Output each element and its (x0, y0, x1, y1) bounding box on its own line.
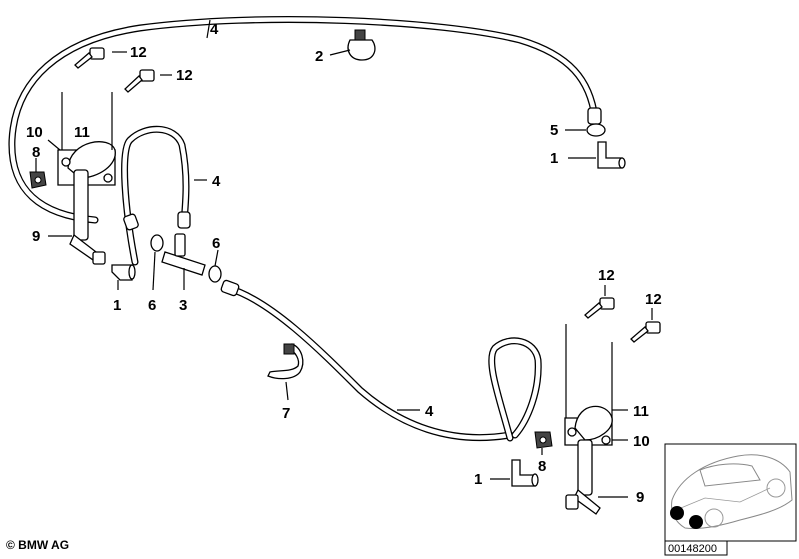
callout-12-left-b: 12 (176, 67, 193, 84)
hose-end-fitting (587, 107, 602, 125)
clamp-ring-part-6-right (208, 265, 222, 283)
callout-1-top-right: 1 (550, 150, 558, 167)
clip-part-7 (267, 343, 304, 380)
hose-long-top (8, 16, 599, 224)
callout-1-bottom: 1 (474, 471, 482, 488)
nozzle-location-dot-right (689, 515, 703, 529)
callout-4-bottom: 4 (425, 403, 434, 420)
leader-lines (35, 19, 653, 498)
elbow-part-1-top-right (597, 141, 626, 169)
hose-long-bottom (220, 279, 514, 442)
hose-loop-left (121, 125, 191, 266)
clip-part-2 (347, 29, 376, 61)
callout-8-right: 8 (538, 458, 546, 475)
callout-8-left: 8 (32, 144, 40, 161)
clamp-ring-part-5 (586, 123, 606, 137)
callout-6-left: 6 (148, 297, 156, 314)
callout-7: 7 (282, 405, 290, 422)
callout-10-left: 10 (26, 124, 43, 141)
callout-12-right-a: 12 (598, 267, 615, 284)
callout-6-right: 6 (212, 235, 220, 252)
callout-4-top: 4 (210, 21, 219, 38)
inset-car-thumbnail (664, 443, 797, 542)
callout-10-right: 10 (633, 433, 650, 450)
nozzle-assembly-left (57, 141, 116, 265)
nozzle-location-dot-left (670, 506, 684, 520)
reference-number-box: 00148200 (664, 540, 728, 556)
elbow-part-1-left (111, 264, 136, 281)
tee-connector-part-3 (161, 233, 206, 276)
nut-part-8-left (29, 171, 47, 189)
callout-4-left: 4 (212, 173, 221, 190)
bolt-part-12-right-b (630, 321, 661, 343)
callout-3: 3 (179, 297, 187, 314)
bolt-part-12-right-a (584, 297, 615, 319)
callout-11-left: 11 (74, 124, 90, 141)
nozzle-assembly-right (564, 405, 613, 515)
hose-loop-right (488, 337, 542, 442)
callout-2: 2 (315, 48, 323, 65)
reference-number: 00148200 (668, 543, 717, 555)
callout-9-left: 9 (32, 228, 40, 245)
nut-part-8-right (534, 431, 553, 449)
clamp-ring-part-6-left (150, 234, 164, 252)
bolt-part-12-left-b (124, 69, 155, 93)
callout-12-right-b: 12 (645, 291, 662, 308)
bolt-part-12-left-a (74, 47, 105, 69)
callout-12-left-a: 12 (130, 44, 147, 61)
callout-11-right: 11 (633, 403, 649, 420)
callout-1-left: 1 (113, 297, 121, 314)
elbow-part-1-bottom (511, 459, 539, 487)
copyright-label: © BMW AG (6, 538, 70, 552)
callout-9-right: 9 (636, 489, 644, 506)
callout-5: 5 (550, 122, 558, 139)
